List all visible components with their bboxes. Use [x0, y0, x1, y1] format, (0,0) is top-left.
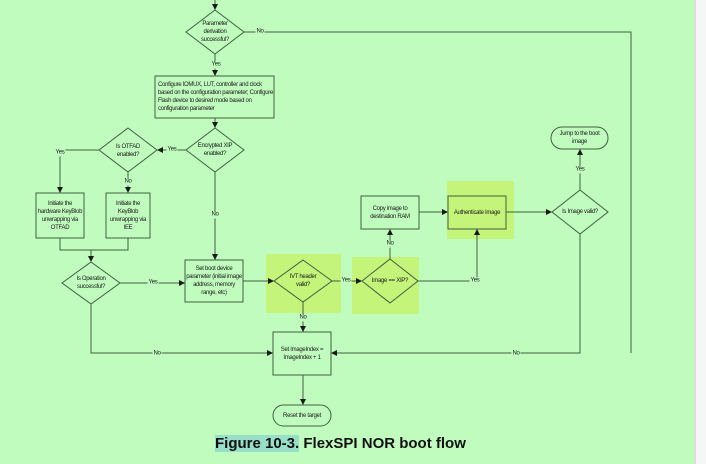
edge-param-no [244, 31, 632, 353]
figure-title: FlexSPI NOR boot flow [303, 435, 466, 452]
page-edge [694, 0, 696, 464]
label-param-no: No [255, 28, 265, 36]
process-set-boot-param [184, 259, 244, 303]
decision-image-valid [551, 189, 609, 235]
decision-param-derivation [185, 9, 245, 55]
label-imgxip-yes: Yes [469, 277, 481, 285]
label-param-yes: Yes [210, 61, 222, 69]
process-configure [154, 75, 275, 119]
decision-encrypted-xip [185, 127, 245, 173]
label-op-no: No [152, 350, 162, 358]
edge-otfad-yes [57, 149, 99, 193]
process-init-iee [105, 192, 151, 239]
process-authenticate [447, 195, 507, 230]
edge-op-no [90, 304, 273, 356]
label-otfad-no: No [123, 178, 133, 186]
label-imgxip-no: No [385, 240, 395, 248]
figure-number: Figure 10-3. [215, 435, 300, 452]
label-valid-yes: Yes [574, 166, 586, 174]
label-xip-no: No [210, 211, 220, 219]
edge-valid-no [331, 234, 581, 356]
label-xip-yes: Yes [166, 146, 178, 154]
process-init-otfad [35, 192, 85, 239]
label-ivt-yes: Yes [340, 277, 352, 285]
label-valid-no: No [511, 350, 521, 358]
terminal-reset [272, 404, 332, 427]
decision-image-xip [361, 258, 419, 304]
label-op-yes: Yes [147, 279, 159, 287]
label-otfad-yes: Yes [54, 149, 66, 157]
process-set-index [272, 331, 332, 376]
process-copy-image [360, 195, 420, 230]
edge-otfad-merge [59, 238, 129, 251]
label-ivt-no: No [298, 314, 308, 322]
decision-otfad-enabled [98, 127, 158, 173]
figure-caption: Figure 10-3. FlexSPI NOR boot flow [215, 435, 466, 452]
decision-operation-successful [61, 261, 121, 305]
terminal-jump-boot [550, 126, 609, 150]
